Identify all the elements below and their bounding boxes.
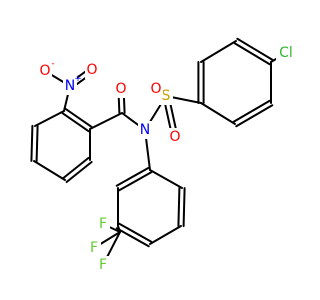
bond-r1e-r1f <box>200 40 237 63</box>
atom-so1: O <box>149 80 163 98</box>
atom-f3-label: F <box>99 257 107 273</box>
bond-r3c-r3d-b <box>118 222 153 243</box>
bond-r2b-r2c <box>34 110 65 127</box>
atom-co: O <box>114 80 128 98</box>
atom-s-label: S <box>162 88 171 104</box>
bond-c7-r2a <box>89 112 123 130</box>
atom-no2: O <box>85 61 99 79</box>
bond-r1f-r1a-a <box>233 42 271 66</box>
atom-no2-label: O <box>86 62 97 78</box>
atom-f2: F <box>96 215 110 233</box>
bond-r2a-r2b-b <box>61 112 90 133</box>
atom-f1-background <box>87 239 101 257</box>
atom-f2-background <box>96 215 110 233</box>
bond-r2a-r2b-a <box>64 107 93 128</box>
atom-so1-background <box>149 80 163 98</box>
atom-f1-label: F <box>90 240 98 256</box>
atom-no2-background <box>85 61 99 79</box>
atom-so1-label: O <box>150 81 161 97</box>
bond-r3f-r3a <box>149 169 183 189</box>
bonds-layer <box>30 37 287 266</box>
bond-r3d-r3e <box>149 225 182 245</box>
bond-r2e-r2f-a <box>65 161 93 184</box>
bond-r1b-r1c-b <box>235 104 274 128</box>
atom-n-background <box>138 121 152 139</box>
atom-co-label: O <box>115 81 126 97</box>
atom-no1: O- <box>38 59 55 80</box>
atom-n: N <box>138 121 152 139</box>
atom-cl-label: Cl <box>279 45 293 61</box>
atom-so2-background <box>168 128 182 146</box>
bond-r2c-r2d-a <box>30 124 34 162</box>
bond-r1f-r1a-b <box>236 37 274 61</box>
atom-so2-label: O <box>169 129 180 145</box>
atom-nn-background <box>63 77 77 95</box>
atom-f2-label: F <box>99 216 107 232</box>
bond-r3e-r3f-a <box>182 187 186 228</box>
atom-f3: F <box>96 256 110 274</box>
atom-nn: N+ <box>63 74 82 95</box>
atom-co-background <box>114 80 128 98</box>
atom-nn-label: N <box>65 78 75 94</box>
atom-no1-background <box>38 62 52 80</box>
atom-f3-background <box>96 256 110 274</box>
atom-no1-charge: - <box>51 59 54 69</box>
bond-r3c-r3d-a <box>115 227 150 248</box>
atom-no1-label: O <box>39 63 50 79</box>
atom-f1: F <box>87 239 101 257</box>
bond-r2e-r2f-b <box>62 156 90 179</box>
atom-nn-charge: + <box>74 74 82 84</box>
atom-cl: Cl <box>276 44 296 62</box>
atom-cl-background <box>276 44 296 62</box>
atom-so2: O <box>168 128 182 146</box>
atom-n-label: N <box>140 122 150 138</box>
bond-r3a-r3b-b <box>118 171 153 192</box>
bond-r2c-r2d-b <box>35 125 39 163</box>
bond-r1c-r1d <box>200 102 236 125</box>
bond-r3a-r3b-a <box>115 166 150 187</box>
bond-r3e-r3f-b <box>177 186 181 227</box>
bond-r2d-r2e <box>33 160 66 181</box>
bond-r1b-r1c-a <box>232 99 271 123</box>
